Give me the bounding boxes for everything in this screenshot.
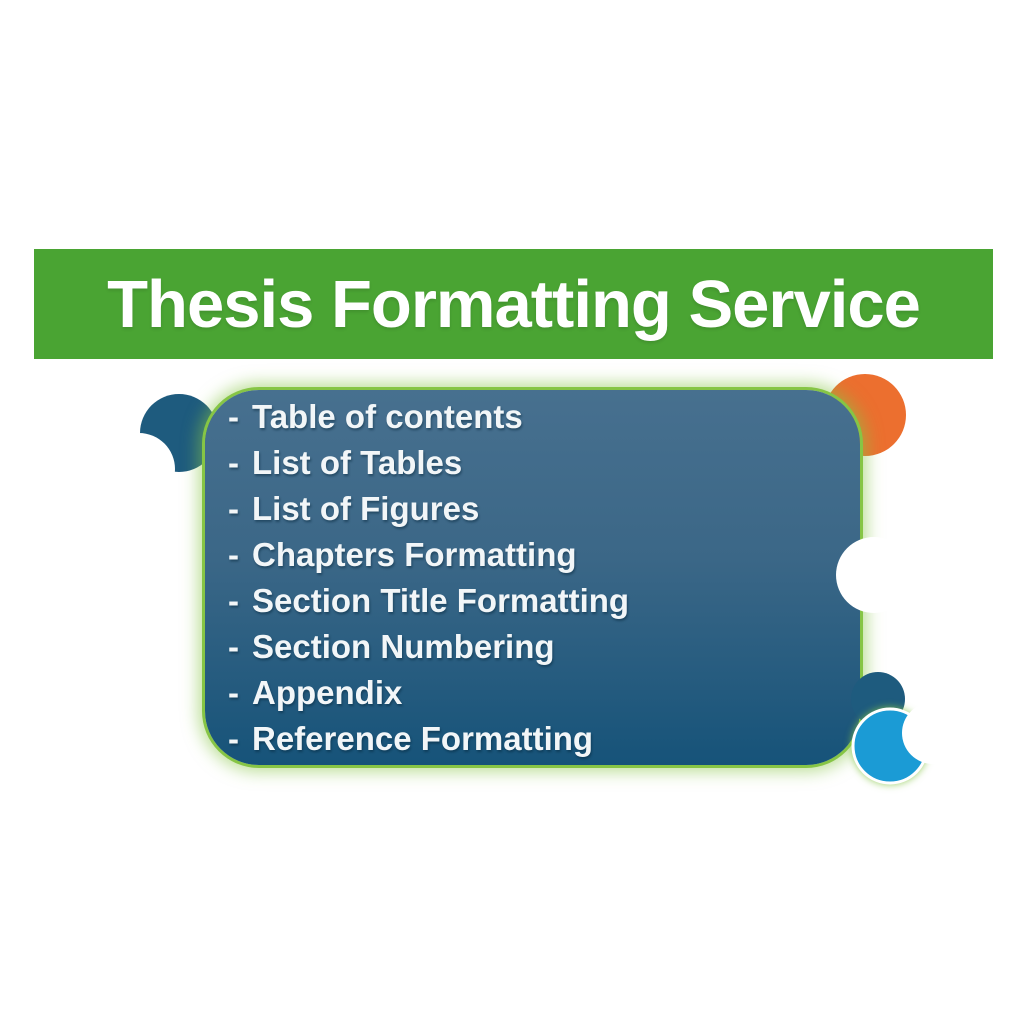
page-title: Thesis Formatting Service <box>107 266 921 342</box>
list-item-table-of-contents: - Table of contents <box>228 400 850 433</box>
list-item-appendix: - Appendix <box>228 676 850 709</box>
list-item-label: List of Tables <box>252 443 463 481</box>
list-item-label: Section Numbering <box>252 628 555 666</box>
crescent-bottom-right-blue-icon <box>851 707 929 785</box>
dash-bullet: - <box>228 397 239 435</box>
list-item-label: Section Title Formatting <box>252 582 630 620</box>
services-card: - Table of contents - List of Tables - L… <box>205 390 860 765</box>
list-item-label: Reference Formatting <box>252 720 594 758</box>
list-item-label: Appendix <box>252 674 403 712</box>
crescent-top-left-bite <box>103 433 175 505</box>
dash-bullet: - <box>228 720 239 758</box>
list-item-list-of-tables: - List of Tables <box>228 446 850 479</box>
crescent-bottom-right-bite <box>902 702 964 764</box>
dash-bullet: - <box>228 674 239 712</box>
dash-bullet: - <box>228 443 239 481</box>
list-item-label: Table of contents <box>252 397 523 435</box>
list-item-section-numbering: - Section Numbering <box>228 630 850 663</box>
list-item-list-of-figures: - List of Figures <box>228 492 850 525</box>
dash-bullet: - <box>228 628 239 666</box>
list-item-label: List of Figures <box>252 489 480 527</box>
list-item-section-title-formatting: - Section Title Formatting <box>228 584 850 617</box>
list-item-reference-formatting: - Reference Formatting <box>228 722 850 755</box>
dash-bullet: - <box>228 489 239 527</box>
list-item-label: Chapters Formatting <box>252 535 577 573</box>
services-list: - Table of contents - List of Tables - L… <box>228 393 850 762</box>
dash-bullet: - <box>228 582 239 620</box>
title-banner: Thesis Formatting Service <box>34 249 993 359</box>
list-item-chapters-formatting: - Chapters Formatting <box>228 538 850 571</box>
dash-bullet: - <box>228 535 239 573</box>
crescent-bottom-right-blue-group <box>851 707 929 785</box>
